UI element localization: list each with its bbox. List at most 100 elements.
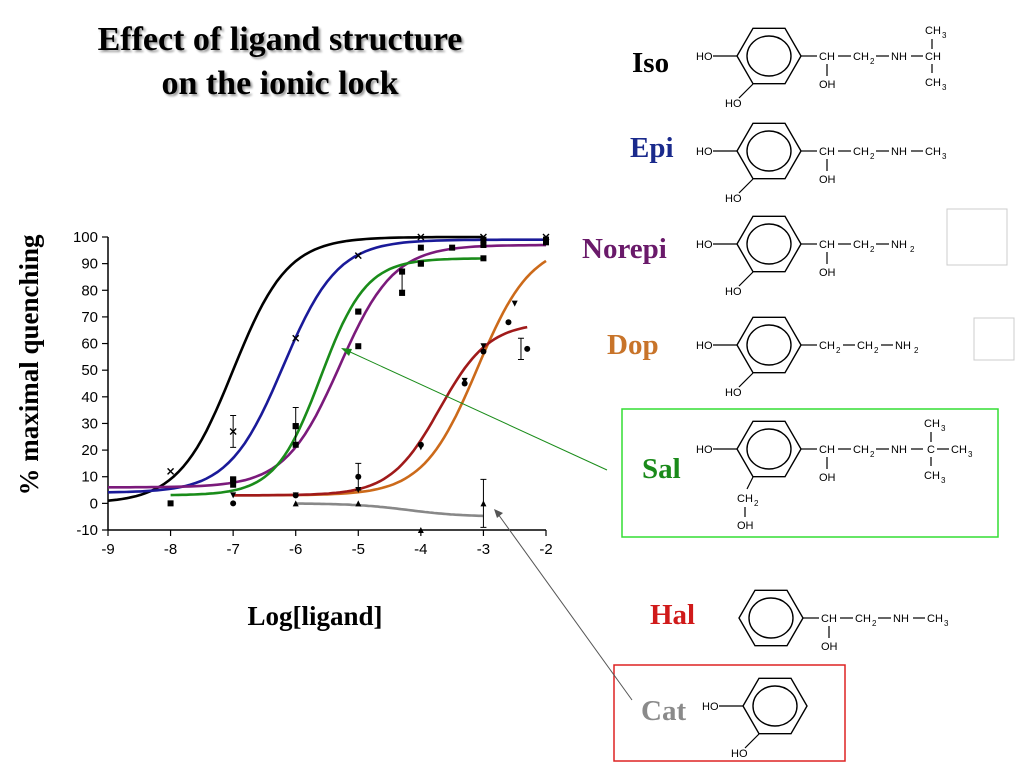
y-tick-label: 60: [81, 336, 98, 353]
subscript: 2: [836, 346, 841, 355]
ch-label: CH: [925, 51, 941, 63]
nh2-label: NH: [891, 239, 907, 251]
aromatic-circle: [752, 685, 798, 727]
subscript: 3: [941, 476, 946, 485]
ho-label: HO: [696, 444, 713, 456]
data-point-iso: [292, 334, 300, 342]
aromatic-circle: [746, 428, 792, 470]
x-tick-label: -8: [164, 541, 177, 558]
subscript: 2: [754, 499, 759, 508]
error-bar: [292, 406, 299, 446]
ho-label: HO: [696, 239, 713, 251]
ho-label: HO: [725, 98, 742, 110]
bond: [738, 372, 754, 388]
ho-label: HO: [696, 146, 713, 158]
c-label: C: [927, 444, 935, 456]
ho-label: HO: [725, 286, 742, 298]
x-tick-label: -3: [477, 541, 490, 558]
data-point-sal: [480, 255, 487, 262]
aromatic-circle: [746, 324, 792, 366]
ch2-label: CH: [855, 613, 871, 625]
ch3-label: CH: [951, 444, 967, 456]
y-tick-label: -10: [76, 522, 98, 539]
subscript: 2: [870, 245, 875, 254]
ch3-label: CH: [927, 613, 943, 625]
x-tick-label: -5: [352, 541, 365, 558]
ho-label: HO: [696, 51, 713, 63]
data-point-dop: [230, 492, 237, 499]
ch3-label: CH: [925, 77, 941, 89]
subscript: 2: [870, 450, 875, 459]
subscript: 3: [942, 152, 947, 161]
y-tick-label: 40: [81, 389, 98, 406]
oh-label: OH: [819, 174, 836, 186]
error-bar: [517, 337, 524, 361]
ch3-label: CH: [924, 470, 940, 482]
data-point-epi: [480, 236, 487, 243]
data-point-sal: [167, 500, 174, 507]
nh-label: NH: [891, 51, 907, 63]
subscript: 2: [872, 619, 877, 628]
aromatic-circle: [746, 130, 792, 172]
ho-label: HO: [725, 387, 742, 399]
benzene-ring: [738, 589, 804, 647]
data-point-cat: [417, 527, 424, 533]
data-point-sal: [355, 308, 362, 315]
y-tick-label: 90: [81, 256, 98, 273]
data-point-epi: [417, 244, 424, 251]
ch2-label: CH: [853, 146, 869, 158]
page-title: Effect of ligand structure on the ionic …: [30, 18, 530, 106]
ligand-name-hal: Hal: [650, 599, 695, 631]
nh-label: NH: [891, 444, 907, 456]
data-point-dop: [480, 343, 487, 350]
data-point-hal: [461, 380, 468, 387]
fit-curve-epi: [107, 238, 546, 494]
y-tick-label: 0: [90, 495, 98, 512]
ch2-label: CH: [853, 239, 869, 251]
data-point-iso: [354, 252, 362, 260]
data-point-iso: [417, 233, 425, 241]
y-tick-label: 30: [81, 415, 98, 432]
error-bar: [480, 478, 487, 528]
x-tick-label: -2: [539, 541, 552, 558]
data-point-dop: [511, 300, 518, 307]
oh-label: OH: [819, 472, 836, 484]
ch2-label: CH: [857, 340, 873, 352]
ch2-label: CH: [853, 444, 869, 456]
ch2-label: CH: [737, 493, 753, 505]
subscript: 3: [968, 450, 973, 459]
error-bar: [355, 462, 362, 491]
data-points: [167, 233, 550, 533]
data-point-hal: [505, 319, 512, 326]
data-point-norepi: [480, 241, 487, 248]
cropped-box-2: [973, 317, 1015, 361]
ligand-name-iso: Iso: [632, 47, 669, 79]
subscript: 2: [910, 245, 915, 254]
y-tick-label: 70: [81, 309, 98, 326]
ch2-label: CH: [853, 51, 869, 63]
cat-highlight-box: [613, 664, 846, 762]
data-point-sal: [417, 260, 424, 267]
ch-label: CH: [819, 51, 835, 63]
error-bar: [399, 268, 406, 291]
x-tick-label: -4: [414, 541, 427, 558]
title-line-2: on the ionic lock: [161, 65, 399, 102]
subscript: 2: [914, 346, 919, 355]
title-line-1: Effect of ligand structure: [97, 21, 463, 58]
ch-label: CH: [819, 146, 835, 158]
ch3-label: CH: [925, 25, 941, 37]
data-point-hal: [292, 492, 299, 499]
ch3-label: CH: [925, 146, 941, 158]
data-point-dop: [543, 236, 549, 243]
y-tick-label: 80: [81, 282, 98, 299]
data-point-norepi: [355, 343, 362, 350]
ho-label: HO: [731, 748, 748, 760]
x-tick-label: -7: [226, 541, 239, 558]
